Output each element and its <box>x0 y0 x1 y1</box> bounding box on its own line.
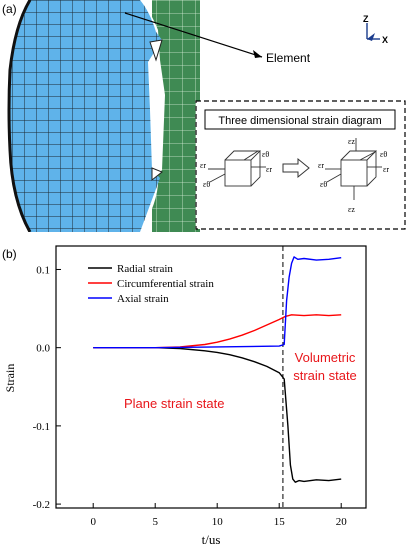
cube-left-icon <box>208 150 266 187</box>
strain-diagram-inset: Three dimensional strain diagram εr εθ ε… <box>195 100 406 230</box>
crack-top <box>149 39 163 62</box>
axis-z-label: Z <box>363 14 369 24</box>
plane-strain-annotation: Plane strain state <box>124 396 224 411</box>
plot-frame <box>55 245 367 509</box>
panel-a: (a) Element <box>2 0 406 232</box>
panel-b: (b) 0 5 10 15 20 0.1 0.0 -0.1 -0.2 Radial strain… <box>2 245 367 547</box>
hollow-arrow-icon <box>282 157 310 179</box>
x-axis-title: t/us <box>202 532 221 547</box>
callout-line <box>124 12 263 58</box>
y-tick-label: -0.1 <box>33 421 50 433</box>
cube-right-icon <box>325 138 382 200</box>
mesh-boundary <box>7 0 32 232</box>
cube-right-label-6: εz <box>348 205 355 214</box>
legend-label-2: Circumferential strain <box>117 278 214 290</box>
cube-left-label-1: εr <box>200 161 206 170</box>
series-line-2 <box>93 314 342 349</box>
cube-right-label-4: εθ <box>380 150 387 159</box>
cube-left-label-3: εθ <box>262 150 269 159</box>
axis-ticks: 0 5 10 15 20 0.1 0.0 -0.1 -0.2 <box>33 264 348 528</box>
cube-right-label-3: εθ <box>320 180 327 189</box>
x-tick-label: 15 <box>274 516 286 528</box>
x-tick-label: 10 <box>212 516 224 528</box>
cube-left-label-4: εr <box>266 165 272 174</box>
y-tick-label: -0.2 <box>33 499 50 511</box>
panel-a-label: (a) <box>2 2 17 16</box>
x-tick-label: 20 <box>336 516 348 528</box>
y-axis-title: Strain <box>3 364 17 393</box>
mesh-model <box>7 0 200 232</box>
cube-left-label-2: εθ <box>203 180 210 189</box>
cube-right-label-1: εz <box>348 137 355 146</box>
cube-right-label-2: εr <box>318 161 324 170</box>
volumetric-annotation-line2: strain state <box>293 368 357 383</box>
x-tick-label: 0 <box>90 516 96 528</box>
inset-title: Three dimensional strain diagram <box>218 115 381 127</box>
panel-b-label: (b) <box>2 247 17 261</box>
volumetric-annotation-line1: Volumetric <box>295 350 356 365</box>
axis-x-label: X <box>382 35 388 45</box>
series-line-1 <box>93 347 342 483</box>
y-tick-label: 0.0 <box>36 343 50 355</box>
callout-label: Element <box>266 51 311 65</box>
x-tick-label: 5 <box>152 516 158 528</box>
cube-right-label-5: εr <box>383 165 389 174</box>
legend-label-1: Radial strain <box>117 263 173 275</box>
axes-triad-icon: Z X <box>363 14 388 45</box>
y-tick-label: 0.1 <box>36 264 50 276</box>
crack-bottom <box>151 167 163 182</box>
plot-series <box>93 246 342 508</box>
legend-label-3: Axial strain <box>117 293 169 305</box>
series-line-3 <box>93 256 342 349</box>
